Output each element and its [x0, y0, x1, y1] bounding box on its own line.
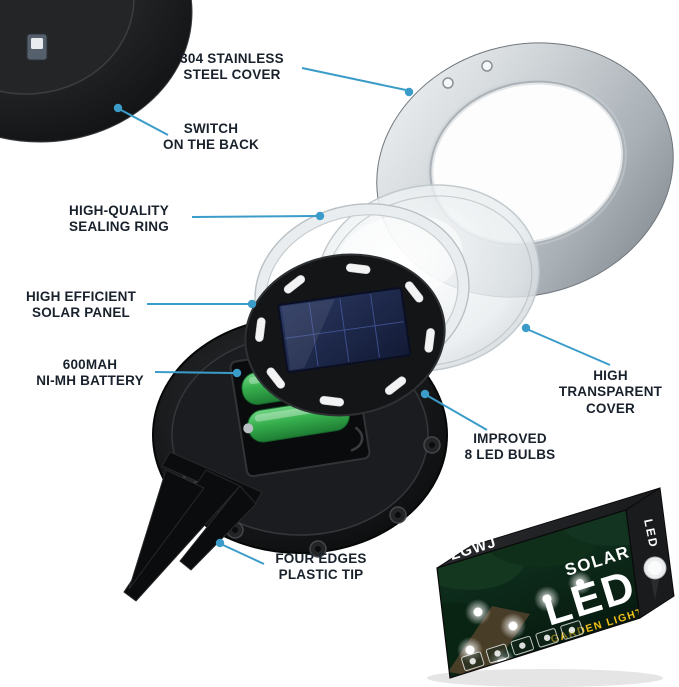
screw-hole — [442, 77, 454, 89]
solar-panel — [277, 287, 412, 373]
callout-led-bulbs: IMPROVED 8 LED BULBS — [464, 431, 556, 463]
switch-slider — [31, 38, 43, 49]
light-back-device — [0, 0, 193, 143]
leader-led-bulbs — [427, 395, 488, 431]
callout-steel-cover: 304 STAINLESS STEEL COVER — [180, 51, 284, 83]
side-product-spike — [651, 580, 659, 600]
product-box: SOLAR LED GARDEN LIGHTS ZGWJ LED — [427, 487, 675, 687]
leader-sealing-ring — [191, 215, 317, 218]
ground-spike — [123, 451, 263, 602]
callout-solar-panel: HIGH EFFICIENT SOLAR PANEL — [25, 289, 137, 321]
leader-transparent-cover — [528, 329, 611, 366]
callout-sealing-ring: HIGH-QUALITY SEALING RING — [69, 203, 169, 235]
box-shadow — [427, 669, 663, 687]
box-side-content: LED — [641, 518, 667, 600]
battery-terminal — [243, 423, 254, 434]
callout-transparent-cover: HIGH TRANSPARENT COVER — [558, 368, 663, 416]
led-bulbs — [255, 263, 435, 407]
leader-steel-cover — [301, 67, 407, 91]
wire-black — [350, 426, 364, 452]
box-side-led-label: LED — [641, 518, 661, 550]
leader-battery — [154, 371, 234, 374]
leader-dots — [113, 87, 531, 548]
screw-hole — [481, 60, 493, 72]
callout-battery: 600MAH NI-MH BATTERY — [36, 357, 144, 389]
spike-fin-left — [128, 469, 205, 590]
box-feature-badges — [461, 620, 584, 671]
leader-lines — [120, 67, 611, 565]
spike-fin-right — [179, 485, 257, 571]
callout-switch: SWITCH ON THE BACK — [163, 121, 259, 153]
callout-plastic-tip: FOUR EDGES PLASTIC TIP — [275, 551, 367, 583]
solar-panel-disc — [244, 253, 446, 417]
leader-plastic-tip — [222, 544, 265, 565]
leader-switch — [120, 109, 169, 136]
